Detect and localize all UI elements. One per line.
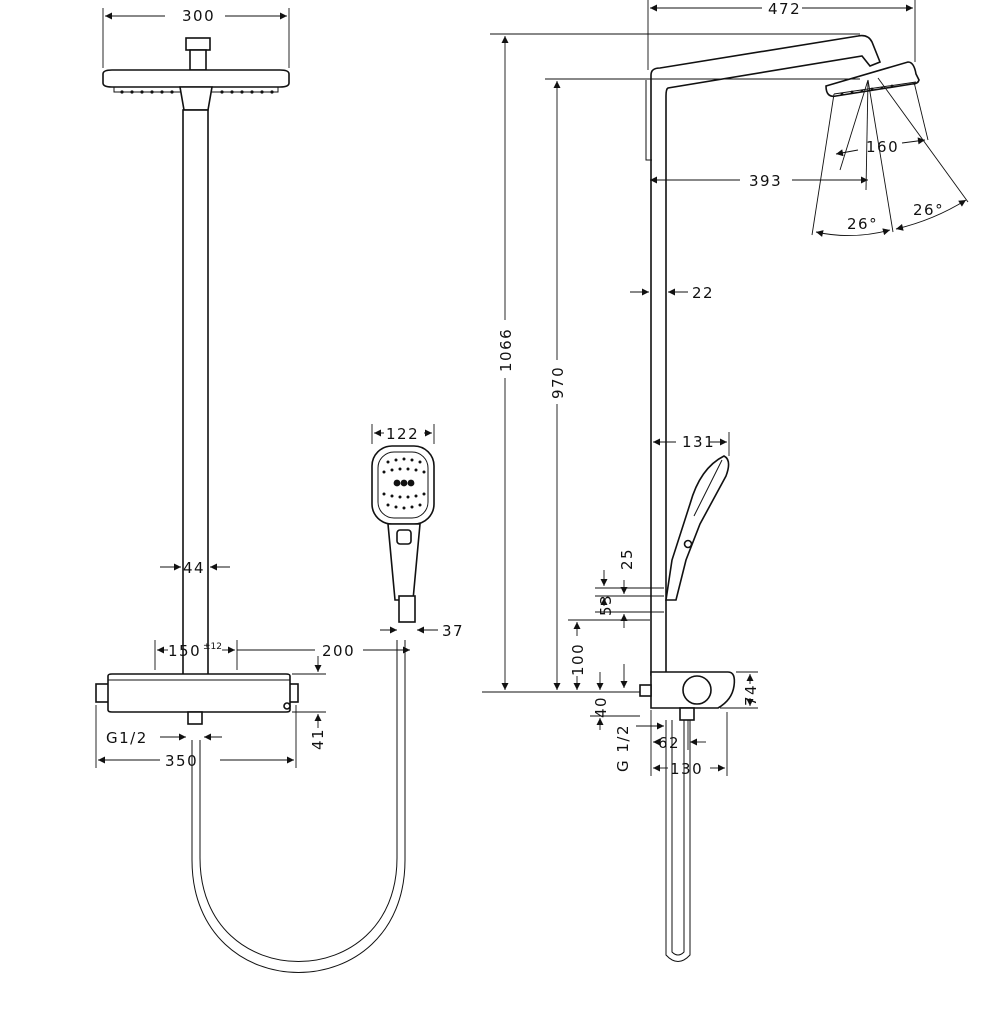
dimension-label: 41 (309, 728, 327, 750)
dimension-label: 25 (618, 548, 636, 570)
dimension-side-connection-thread: G 1/2 (614, 722, 664, 772)
riser-pipe (182, 109, 209, 676)
dimension-tolerance: ±12 (203, 642, 222, 652)
dimension-total-height: 1066 (482, 33, 860, 693)
dimension-label: G 1/2 (614, 724, 632, 772)
dimension-side-head-diameter: 160 (835, 137, 926, 157)
dimension-label: 62 (658, 734, 680, 752)
dimension-inlet-spacing: 62 (650, 710, 706, 776)
dimension-label: 74 (742, 684, 760, 706)
dimension-head-height: 970 (545, 78, 860, 690)
spray-cone: 26° 26° (811, 77, 969, 237)
dimension-label: 160 (866, 138, 899, 156)
front-view: 300 44 150 ±12 200 122 (95, 7, 464, 973)
dimension-label: 131 (682, 433, 715, 451)
dimension-label: 1066 (497, 328, 515, 372)
nozzle-row (120, 90, 274, 94)
dimension-label: 37 (442, 622, 464, 640)
dimension-label: 22 (692, 284, 714, 302)
dimension-label: 130 (670, 760, 703, 778)
side-overhead-head (825, 61, 920, 98)
dimension-head-diameter: 300 (102, 7, 290, 68)
dimension-label: 150 (168, 642, 201, 660)
side-hand-shower (665, 455, 730, 601)
dimension-hand-shower-offset: 200 (237, 642, 410, 660)
thermostat-mixer (95, 673, 299, 725)
dimension-label: 350 (165, 752, 198, 770)
dimension-label: 122 (386, 425, 419, 443)
angle-label: 26° (847, 215, 878, 233)
dimension-pipe-diameter: 44 (160, 559, 230, 577)
shower-hose (191, 640, 406, 973)
dimension-thermostat-depth: 130 (653, 712, 728, 778)
dimension-label: 100 (569, 643, 587, 676)
dimension-40: 40 (590, 664, 640, 730)
dimension-label: 53 (597, 594, 615, 616)
dimension-thermostat-spacing: 150 ±12 (154, 640, 238, 670)
side-thermostat (639, 671, 736, 721)
dimension-label: 40 (592, 696, 610, 718)
side-riser-and-arm (650, 34, 882, 676)
hand-shower (371, 445, 435, 623)
dimension-label: G1/2 (106, 729, 148, 747)
dimension-hand-projection: 131 (653, 432, 730, 456)
dimension-label: 472 (768, 0, 801, 18)
dimension-53: 53 (595, 580, 664, 628)
angle-label: 26° (913, 201, 944, 219)
overhead-shower-head (102, 37, 290, 111)
dimension-side-thermostat-height: 74 (720, 671, 760, 709)
dimension-holder-width: 37 (380, 622, 464, 640)
dimension-label: 970 (549, 366, 567, 399)
side-view: 26° 26° 472 (482, 0, 969, 962)
dimension-connection-thread: G1/2 (106, 729, 222, 747)
dimension-hand-head-width: 122 (371, 424, 435, 444)
dimension-arm-reach: 393 (650, 172, 868, 190)
dimension-arm-projection: 472 (647, 0, 916, 70)
side-hose (665, 720, 691, 962)
dimension-100: 100 (568, 619, 650, 690)
dimension-thermostat-height: 41 (292, 656, 327, 750)
dimension-thermostat-width: 350 (95, 705, 297, 770)
dimension-wall-gap: 22 (630, 284, 714, 302)
dimension-label: 393 (749, 172, 782, 190)
hand-shower-nozzles (382, 457, 426, 510)
dimension-label: 44 (183, 559, 205, 577)
dimension-label: 300 (182, 7, 215, 25)
dimension-25: 25 (595, 548, 664, 606)
dimension-label: 200 (322, 642, 355, 660)
